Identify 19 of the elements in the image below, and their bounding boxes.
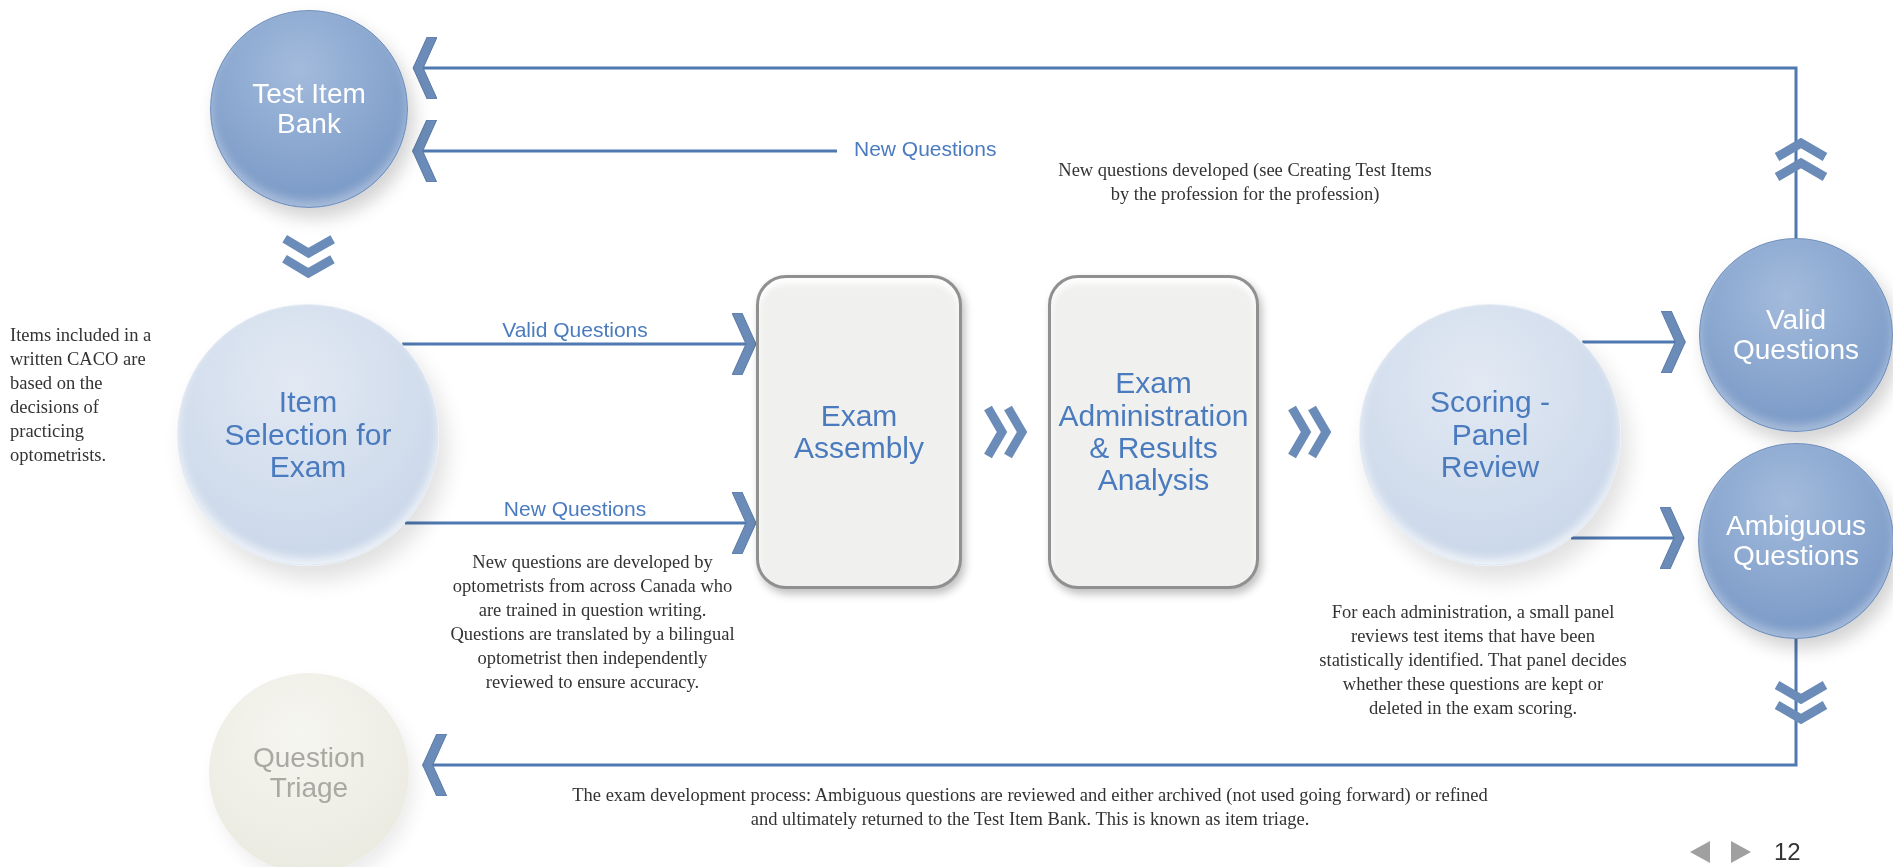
chevron-arrow — [983, 403, 1028, 461]
process-box — [1048, 275, 1259, 589]
node-label: Test Item Bank — [251, 78, 367, 140]
node-label: Question Triage — [251, 742, 367, 804]
node-label: Exam Administration & Results Analysis — [1057, 367, 1250, 497]
note-text: The exam development process: Ambiguous questions are reviewed and either archived (not used going forward) or refined and ultimately returned to the Test Item Bank. This is known as item triage. — [571, 784, 1489, 832]
note-text: New questions are developed by optometrists from across Canada who are trained in question writing. Questions are translated by a bilingual optometrist then independently reviewed to ensure accuracy. — [450, 551, 735, 695]
node-label: Valid Questions — [1731, 304, 1861, 366]
node-label: Item Selection for Exam — [223, 386, 393, 484]
chevron-arrow — [279, 234, 338, 279]
page-number: 12 — [1774, 837, 1802, 867]
chevron-arrow — [1287, 403, 1332, 461]
note-text: Items included in a written CACO are based on the decisions of practicing optometrists. — [10, 324, 153, 468]
note-text: New questions developed (see Creating Test Items by the profession for the profession) — [1057, 159, 1433, 207]
node-label: Scoring - Panel Review — [1428, 386, 1551, 484]
process-box — [756, 275, 962, 589]
node-label: Ambiguous Questions — [1724, 510, 1868, 572]
note-text: For each administration, a small panel reviews test items that have been statistically identified. That panel decides whether these questions are kept or deleted in the exam scoring. — [1318, 601, 1628, 721]
node-label: Exam Assembly — [792, 399, 925, 465]
